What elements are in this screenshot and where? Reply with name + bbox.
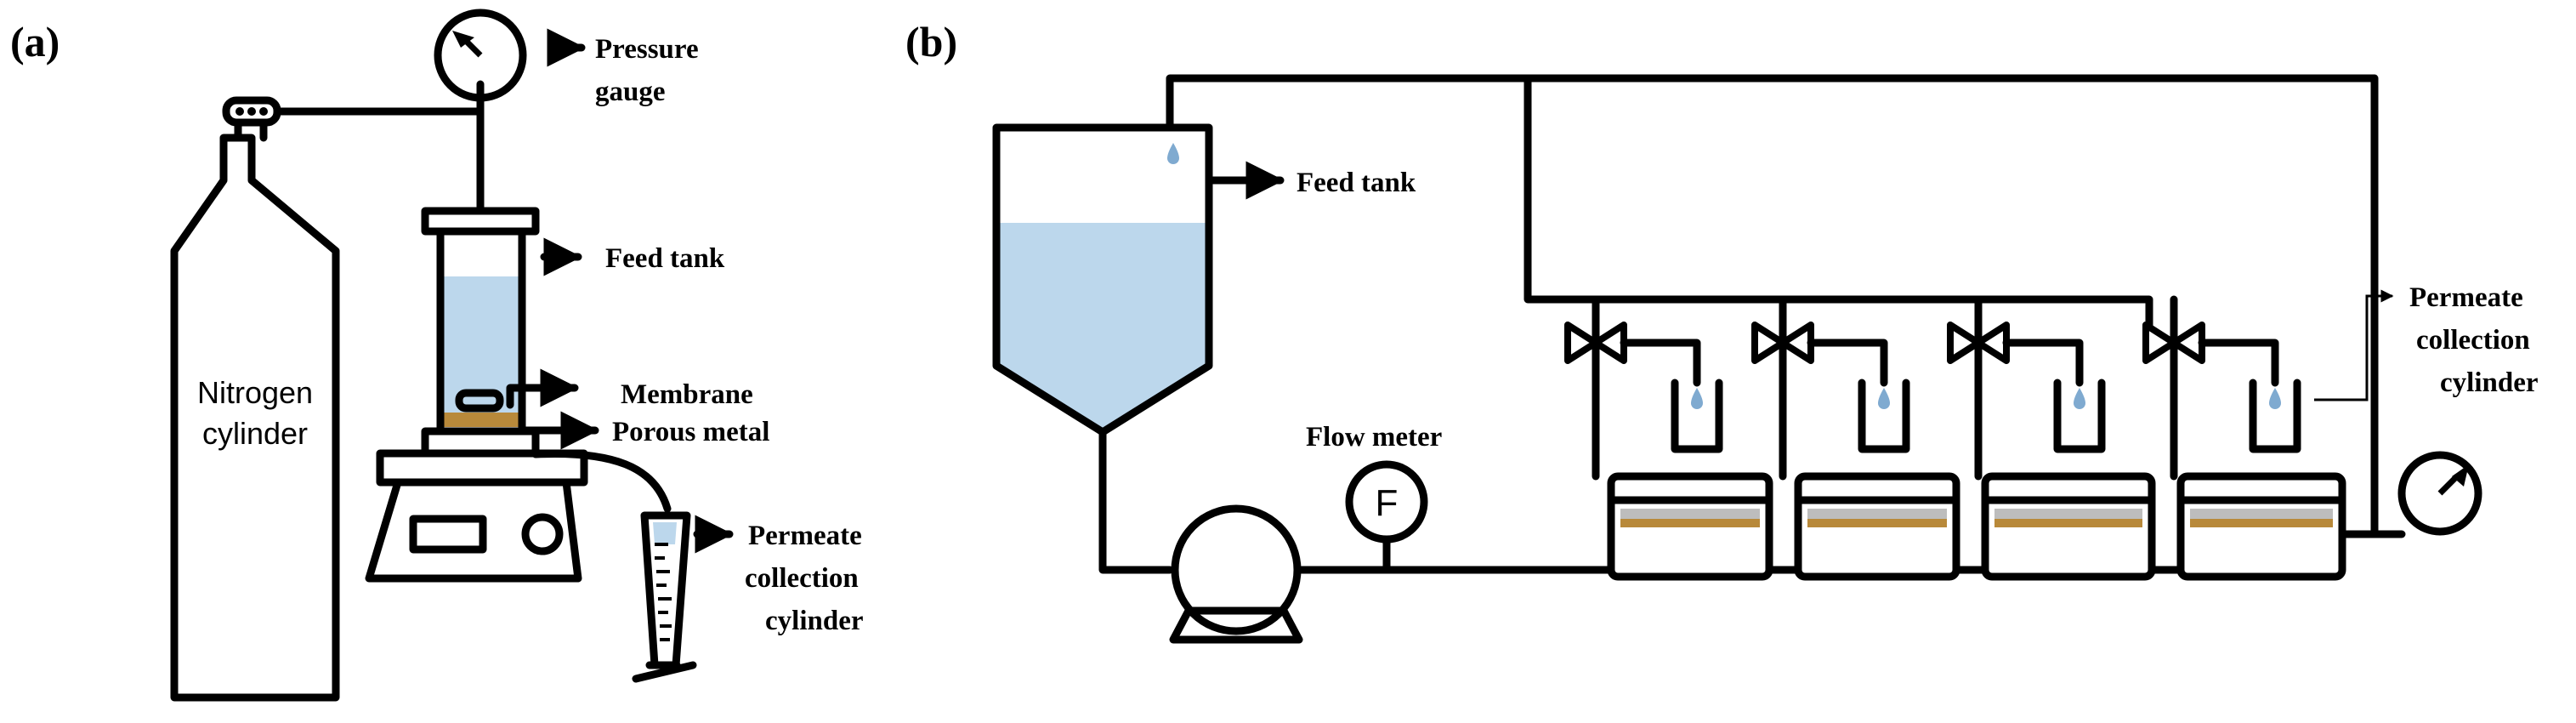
- manifold-line: [1523, 74, 2153, 360]
- panel-a-label: (a): [10, 18, 60, 65]
- membrane-module-3: [1981, 472, 2156, 581]
- permeate-b-label-3: cylinder: [2440, 367, 2538, 398]
- pump-icon: [1169, 504, 1303, 644]
- permeate-cup-1: [1671, 379, 1723, 453]
- feed-tank-a: [421, 207, 540, 458]
- porous-metal-label: Porous metal: [612, 417, 769, 447]
- magnetic-stirrer: [365, 449, 588, 583]
- valve-4-icon: [2142, 295, 2279, 481]
- panel-b-label: (b): [905, 18, 957, 65]
- membrane-module-2: [1794, 472, 1960, 581]
- nitrogen-cylinder: [170, 96, 340, 702]
- pressure-gauge-icon: [434, 9, 527, 102]
- outlet-pressure-gauge-icon: [2397, 451, 2482, 536]
- permeate-b-label: Permeate: [2409, 282, 2523, 313]
- permeate-cup-3: [2053, 379, 2106, 453]
- permeate-cup-2: [1858, 379, 1910, 453]
- feed-tank-b-label: Feed tank: [1297, 168, 1416, 198]
- flow-meter-label: Flow meter: [1306, 422, 1442, 453]
- gas-line: [273, 107, 485, 215]
- permeate-line-a: [531, 449, 672, 513]
- flow-meter-icon: F: [1345, 460, 1428, 544]
- permeate-a-label-3: cylinder: [765, 606, 863, 636]
- valve-3-icon: [1947, 295, 2084, 481]
- nitrogen-cylinder-label-2: cylinder: [202, 416, 308, 451]
- feed-tank-a-label: Feed tank: [605, 243, 725, 274]
- membrane-module-1: [1607, 472, 1773, 581]
- membrane-module-4: [2176, 472, 2346, 581]
- nitrogen-cylinder-label: Nitrogen: [197, 375, 313, 410]
- valve-2-icon: [1751, 295, 1888, 481]
- graduated-cylinder-a: [632, 511, 697, 683]
- pressure-gauge-label-2: gauge: [595, 77, 666, 107]
- flow-meter-symbol: F: [1376, 482, 1399, 524]
- permeate-a-label-2: collection: [745, 563, 859, 594]
- membrane-label: Membrane: [621, 379, 753, 410]
- pressure-gauge-label: Pressure: [595, 34, 699, 65]
- permeate-b-label-2: collection: [2416, 325, 2530, 356]
- valve-1-icon: [1564, 295, 1701, 481]
- feed-tank-b: [992, 123, 1213, 436]
- permeate-a-label: Permeate: [748, 521, 862, 551]
- permeate-cup-4: [2249, 379, 2301, 453]
- retentate-return-line: [1166, 74, 2379, 538]
